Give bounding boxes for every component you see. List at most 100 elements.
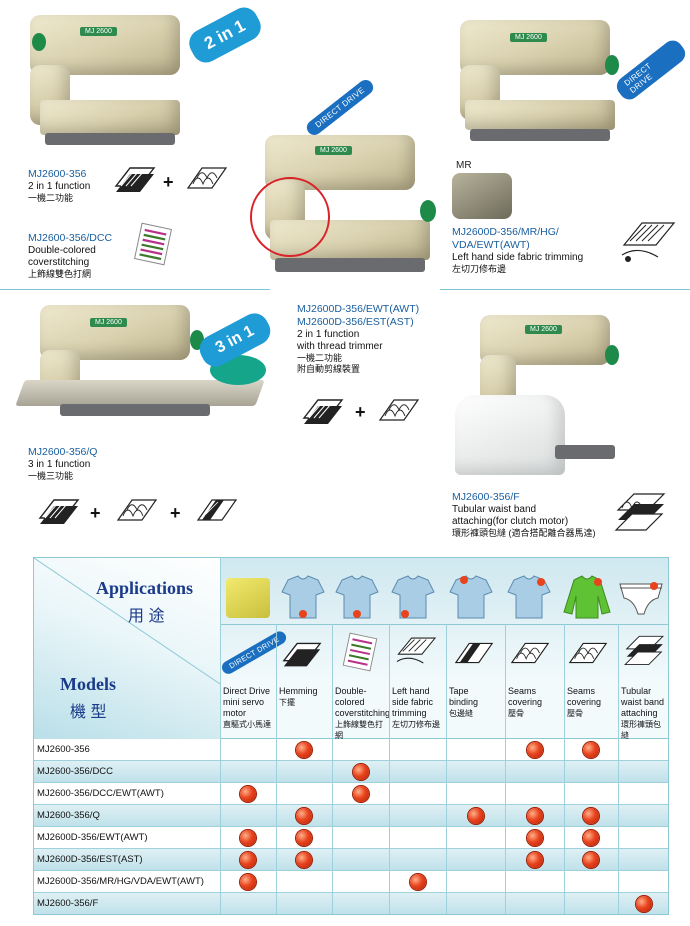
machine-label: MJ 2600	[80, 27, 117, 36]
plus-sign: +	[90, 503, 101, 523]
row-model-name: MJ2600D-356/EST(AST)	[37, 854, 143, 865]
table-row: MJ2600-356/Q	[33, 805, 669, 827]
column-header-line: trimming	[392, 708, 427, 718]
hemming-stitch-icon	[38, 499, 80, 524]
feature-dot	[583, 852, 599, 868]
desc-f-1: Tubular waist band	[452, 504, 537, 515]
machine-photo-mr: MJ 2600	[455, 5, 630, 150]
table-frame	[33, 557, 669, 915]
row-model-name: MJ2600-356/DCC/EWT(AWT)	[37, 788, 164, 799]
row-model-name: MJ2600-356/Q	[37, 810, 100, 821]
seams-covering-stitch-icon	[510, 642, 550, 664]
header-separator	[220, 624, 669, 625]
fabric-trimming-stitch-icon	[621, 222, 676, 262]
feature-dot	[296, 830, 312, 846]
model-mj2600d-356-mr: MJ2600D-356/MR/HG/	[452, 226, 559, 238]
tape-binding-stitch-icon	[454, 642, 494, 664]
column-header-line: Left hand	[392, 686, 430, 696]
column-divider	[389, 624, 390, 915]
feature-dot	[526, 852, 543, 868]
trimmer-highlight-circle	[250, 177, 330, 257]
desc-zh-ewt-2: 附自動剪線裝置	[297, 364, 361, 374]
hemming-stitch-icon	[282, 642, 322, 667]
feature-dot	[240, 830, 256, 846]
tshirt-trimming-icon	[391, 575, 435, 619]
plus-sign: +	[163, 172, 174, 192]
feature-dot	[296, 742, 312, 758]
column-header-zh: 壓骨	[508, 709, 524, 718]
row-model-name: MJ2600-356	[37, 744, 90, 755]
column-divider	[564, 624, 565, 915]
machine-photo-f: MJ 2600	[455, 295, 635, 477]
briefs-waistband-icon	[619, 582, 663, 615]
feature-dot	[352, 786, 369, 802]
column-header-line: colored	[335, 697, 365, 707]
column-header-line: covering	[508, 697, 543, 707]
desc-zh-f: 環形褲頭包縫 (適合搭配離合器馬達)	[452, 528, 596, 538]
column-divider	[276, 624, 277, 915]
row-model-name: MJ2600-356/DCC	[37, 766, 114, 777]
column-header-zh: 包邊縫	[449, 709, 473, 718]
column-header-zh: 下擺	[279, 698, 295, 707]
mr-inset-photo	[452, 173, 512, 219]
models-title: Models	[60, 674, 116, 694]
waistband-stitch-icon	[624, 635, 664, 666]
feature-dot	[635, 896, 652, 912]
desc-zh-3in1: 一機三功能	[28, 471, 74, 481]
machine-label: MJ 2600	[510, 33, 547, 42]
section-divider	[440, 289, 690, 290]
plus-sign: +	[170, 503, 181, 523]
column-header-line: Tubular	[621, 686, 652, 696]
table-row: MJ2600D-356/MR/HG/VDA/EWT(AWT)	[33, 871, 669, 893]
double-color-stitch-icon	[342, 632, 378, 672]
desc-dcc-2: coverstitching	[28, 257, 90, 268]
column-header-line: binding	[449, 697, 479, 707]
model-mj2600-356-f: MJ2600-356/F	[452, 491, 520, 503]
machine-label: MJ 2600	[315, 146, 352, 155]
waistband-stitch-icon	[614, 493, 666, 531]
seams-covering-stitch-icon	[116, 499, 158, 521]
feature-dot	[467, 808, 484, 824]
desc-zh-ewt-1: 一機二功能	[297, 353, 343, 363]
table-row: MJ2600-356/DCC	[33, 761, 669, 783]
mr-inset-label: MR	[456, 160, 472, 171]
applications-title-zh: 用 途	[128, 608, 165, 625]
column-header-zh: 壓骨	[567, 709, 583, 718]
model-mj2600d-356-mr-2: VDA/EWT(AWT)	[452, 239, 530, 251]
seams-covering-stitch-icon	[378, 399, 420, 421]
feature-dot	[240, 786, 256, 802]
column-divider	[446, 624, 447, 915]
feature-dot	[526, 808, 543, 824]
column-header-zh: 左切刀修布邊	[392, 720, 440, 729]
seams-covering-stitch-icon	[568, 642, 608, 664]
column-header-zh: 上飾線雙色打網	[335, 720, 383, 740]
column-divider	[220, 558, 221, 915]
tape-binding-stitch-icon	[196, 499, 238, 521]
column-header-line: motor	[223, 708, 247, 718]
model-mj2600-356: MJ2600-356	[28, 168, 87, 180]
machine-label: MJ 2600	[525, 325, 562, 334]
desc-zh-dcc: 上飾線雙色打網	[28, 269, 92, 279]
feature-dot	[526, 742, 543, 758]
column-header-line: mini servo	[223, 697, 265, 707]
column-header-line: Direct Drive	[223, 686, 271, 696]
tshirt-double-color-icon	[335, 575, 379, 619]
table-row: MJ2600-356	[33, 739, 669, 761]
hemming-stitch-icon	[302, 399, 344, 424]
column-divider	[505, 624, 506, 915]
table-row: MJ2600-356/DCC/EWT(AWT)	[33, 783, 669, 805]
tshirt-seams-covering-icon	[507, 575, 551, 619]
badge-2in1: 2 in 1	[184, 2, 266, 68]
column-header-line: attaching	[621, 708, 658, 718]
machine-photo-3in1: MJ 2600	[15, 300, 270, 435]
desc-dcc-1: Double-colored	[28, 245, 96, 256]
desc-zh-mr: 左切刀修布邊	[452, 264, 507, 274]
desc-f-2: attaching(for clutch motor)	[452, 516, 569, 527]
tshirt-tape-binding-icon	[449, 575, 493, 619]
